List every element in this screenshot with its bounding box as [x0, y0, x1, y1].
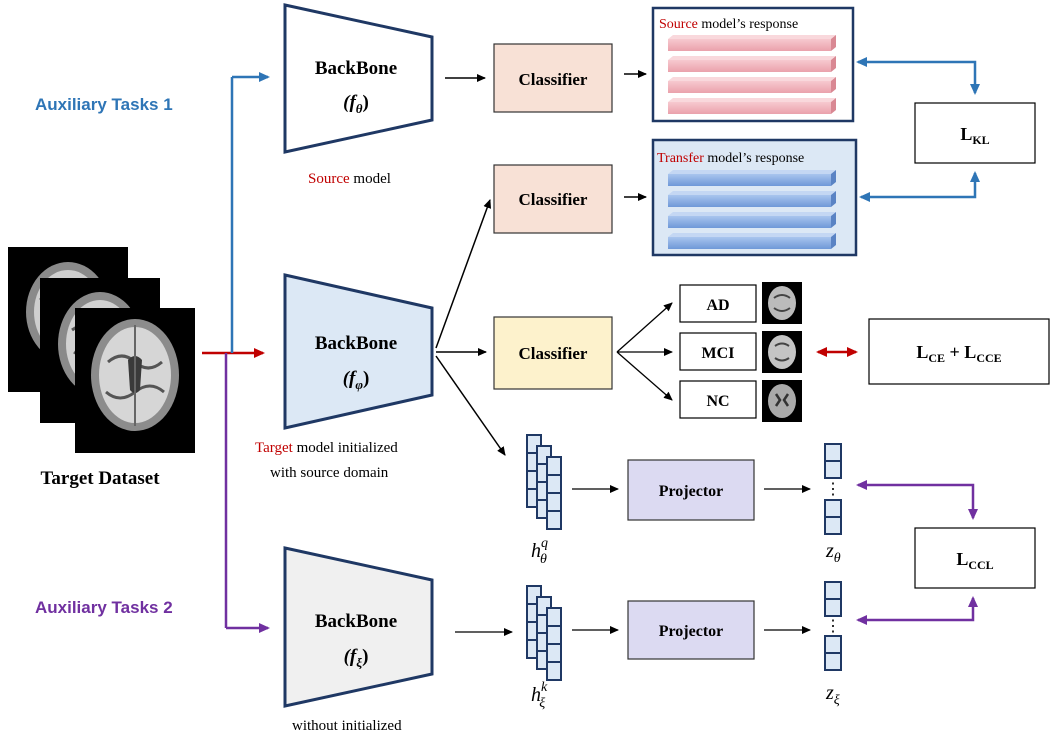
classifier-source: [493, 43, 613, 113]
backbone-target-fn: (fφ): [343, 368, 370, 392]
kl-transfer-arrow: [859, 171, 980, 202]
z-xi-dots: ⋮: [825, 618, 841, 635]
without-init-caption: without initialized: [292, 718, 402, 734]
brain-slice-front: [75, 308, 195, 453]
z-theta-label: zθ: [825, 540, 841, 566]
classifier-source-label: Classifier: [519, 70, 588, 89]
feature-stack-hk: [526, 585, 562, 681]
target-model-caption-line2: with source domain: [270, 465, 389, 481]
kl-source-arrow: [856, 57, 980, 95]
z-xi-label: zξ: [825, 682, 840, 708]
ce-loss-box: [868, 318, 1050, 385]
backbone-source-title: BackBone: [315, 58, 397, 79]
class-nc-box: [679, 380, 757, 419]
classifier-target: [493, 316, 613, 390]
backbone-aux: BackBone (fξ): [283, 546, 434, 708]
projector-2-label: Projector: [659, 623, 724, 640]
source-response-title: Source model’s response: [659, 17, 798, 32]
projector-2: [627, 600, 755, 660]
source-model-caption: Source model: [308, 171, 391, 187]
classifier-transfer: [493, 164, 613, 234]
kl-loss-box: [914, 102, 1036, 164]
backbone-target: BackBone (fφ): [283, 273, 434, 430]
ce-loss-label: LCE + LCCE: [916, 342, 1001, 365]
class-mci-box: [679, 332, 757, 371]
backbone-aux-fn: (fξ): [344, 646, 369, 670]
z-theta-vector: [824, 443, 842, 535]
source-response-bars: [668, 35, 836, 114]
class-ad-label: AD: [706, 297, 729, 314]
source-response-box: Source model’s response: [651, 6, 855, 123]
target-model-caption: Target model initialized: [255, 440, 398, 456]
arrow-backbone2-features: [435, 355, 506, 456]
z-theta-dots: ⋮: [825, 481, 841, 498]
aux2-label: Auxiliary Tasks 2: [35, 598, 173, 617]
transfer-response-title: Transfer model’s response: [657, 151, 804, 166]
ccl-xi-arrow: [856, 596, 978, 625]
transfer-response-box: Transfer model’s response: [651, 138, 858, 257]
ccl-loss-box: [914, 527, 1036, 589]
arrow-to-ad: [616, 302, 673, 353]
projector-1: [627, 459, 755, 521]
feature-stack-hq: [526, 434, 562, 530]
z-xi-vector: [824, 581, 842, 671]
arrow-to-nc: [616, 351, 673, 401]
target-dataset-images: [8, 247, 195, 453]
kl-loss-label: LKL: [960, 124, 989, 147]
classifier-transfer-label: Classifier: [519, 190, 588, 209]
aux1-label: Auxiliary Tasks 1: [35, 95, 173, 114]
ccl-theta-arrow: [856, 480, 978, 520]
thumb-nc: [762, 380, 802, 422]
classifier-target-label: Classifier: [519, 344, 588, 363]
backbone-aux-title: BackBone: [315, 611, 397, 632]
backbone-target-title: BackBone: [315, 333, 397, 354]
arrow-backbone2-classifier2: [435, 199, 492, 349]
backbone-source-fn: (fθ): [343, 92, 369, 116]
backbone-source: BackBone (fθ): [283, 3, 434, 154]
class-nc-label: NC: [706, 393, 729, 410]
dataset-label: Target Dataset: [40, 468, 160, 489]
class-mci-label: MCI: [702, 345, 735, 362]
ccl-loss-label: LCCL: [956, 549, 993, 572]
thumb-ad: [762, 282, 802, 324]
transfer-response-bars: [668, 170, 836, 249]
projector-1-label: Projector: [659, 483, 724, 500]
class-ad-box: [679, 284, 757, 323]
thumb-mci: [762, 331, 802, 373]
